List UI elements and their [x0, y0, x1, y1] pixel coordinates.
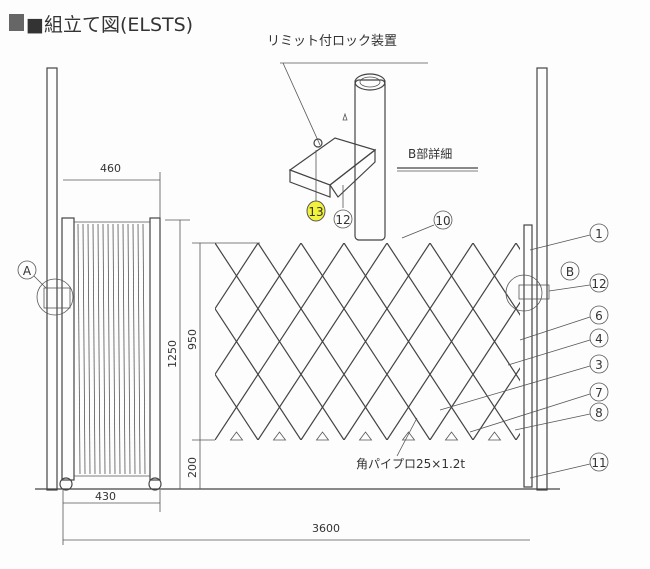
dim-total-height: 1250	[166, 340, 179, 368]
lattice-mesh	[0, 243, 650, 441]
lattice-bar	[602, 243, 650, 440]
callout-circle	[589, 273, 609, 293]
leader-line	[514, 413, 591, 431]
callout-3: 3	[595, 358, 603, 372]
folded-slat	[117, 223, 121, 475]
callout-6: 6	[595, 309, 603, 323]
lattice-bar	[472, 367, 520, 440]
lattice-bar	[0, 243, 86, 440]
callout-1: 1	[595, 227, 603, 241]
folded-slat	[132, 223, 136, 475]
folded-gate	[43, 217, 162, 491]
callout-circle	[589, 305, 609, 325]
folded-slat	[77, 223, 81, 475]
lattice-bar	[472, 243, 520, 316]
callout-4: 4	[595, 332, 603, 346]
lattice-bar	[429, 301, 520, 440]
callout-circle	[589, 223, 609, 243]
dim-lattice-height: 950	[186, 329, 199, 350]
leader-line	[439, 365, 591, 411]
lattice-foot	[401, 431, 416, 441]
folded-slat	[107, 223, 111, 475]
detail-a-circle	[36, 278, 74, 316]
lattice-foot	[358, 431, 373, 441]
folded-slat	[82, 223, 86, 475]
callout-circle	[589, 402, 609, 422]
lattice-bar	[602, 243, 650, 440]
callout-circle	[589, 328, 609, 348]
right-post	[536, 67, 548, 491]
folded-slat	[97, 223, 101, 475]
pipe-spec-label: 角パイプロ25×1.2t	[356, 457, 465, 471]
lattice-bar	[0, 243, 43, 440]
wheel	[59, 477, 73, 491]
folded-slat	[142, 223, 146, 475]
callout-13-highlight	[306, 200, 326, 222]
dim-bottom-clearance: 200	[186, 457, 199, 478]
marker-a: A	[23, 264, 32, 278]
folded-slat	[122, 223, 126, 475]
lattice-bar	[515, 432, 520, 440]
leader-line	[507, 339, 591, 366]
detail-b-circle	[505, 274, 543, 312]
callout-circle	[589, 354, 609, 374]
callout-12: 12	[591, 277, 606, 291]
leader-line	[529, 234, 591, 251]
dim-fold-width: 460	[100, 162, 121, 175]
folded-slat	[102, 223, 106, 475]
wheel	[148, 477, 162, 491]
leader-line	[548, 284, 591, 292]
callout-7: 7	[595, 386, 603, 400]
detail-b-title: B部詳細	[408, 146, 452, 161]
leader-line	[529, 463, 591, 479]
folded-slat	[87, 223, 91, 475]
lattice-foot	[444, 431, 459, 441]
callout-circle	[589, 452, 609, 472]
folded-slat	[112, 223, 116, 475]
folded-slat	[137, 223, 141, 475]
lattice-foot	[272, 431, 287, 441]
callout-12-detail: 12	[335, 213, 350, 227]
leader-line	[469, 393, 591, 433]
leader-line	[519, 316, 591, 341]
lattice-foot	[315, 431, 330, 441]
title-square-icon	[9, 14, 24, 31]
lock-device-label: リミット付ロック装置	[267, 34, 397, 49]
callout-10: 10	[435, 214, 450, 228]
callout-13: 13	[308, 205, 323, 219]
marker-b: B	[566, 265, 574, 279]
lattice-foot	[229, 431, 244, 441]
lattice-bar	[0, 243, 86, 440]
folded-slat	[92, 223, 96, 475]
lattice-bar	[515, 243, 520, 251]
page-title: ■組立て図(ELSTS)	[26, 14, 193, 36]
dim-total-width: 3600	[312, 522, 340, 535]
dim-wheel-span: 430	[95, 490, 116, 503]
callout-11: 11	[591, 456, 606, 470]
right-end-frame	[523, 224, 533, 488]
lock-device-detail	[288, 73, 386, 241]
lattice-foot	[487, 431, 502, 441]
callout-circle	[589, 382, 609, 402]
callout-8: 8	[595, 406, 603, 420]
folded-slat	[127, 223, 131, 475]
lattice-bar	[0, 243, 43, 440]
